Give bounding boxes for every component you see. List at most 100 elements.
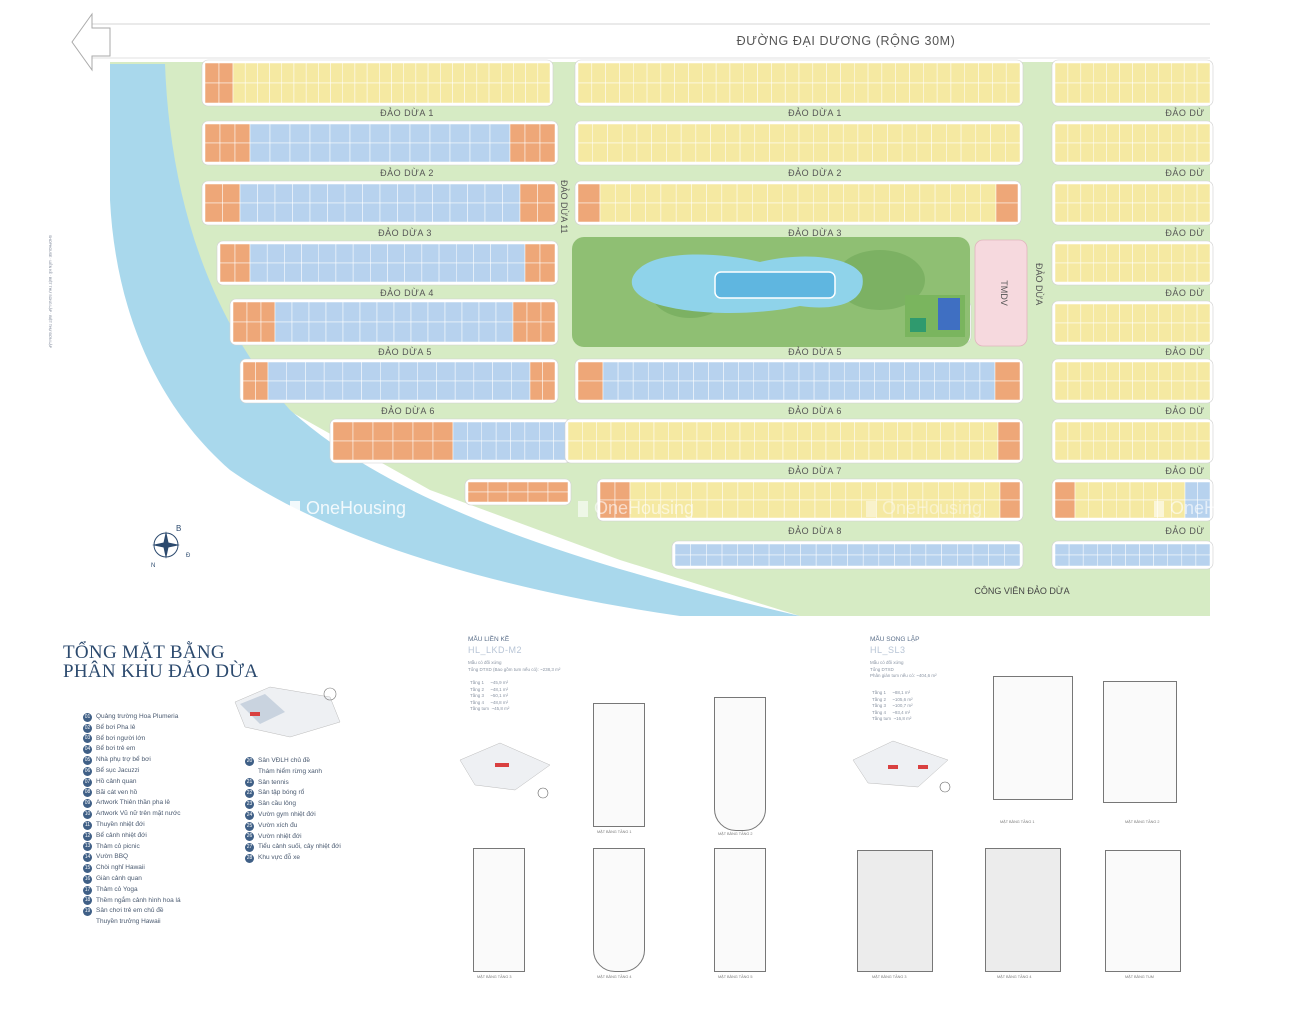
- lot: [529, 380, 543, 401]
- lot: [379, 82, 392, 104]
- lot: [327, 183, 346, 204]
- lot: [784, 62, 800, 84]
- lot: [990, 142, 1006, 163]
- lot: [577, 142, 593, 163]
- lot: [329, 142, 351, 163]
- lot: [1139, 543, 1154, 556]
- lot: [1097, 554, 1112, 567]
- legend-text: Thám hiểm rừng xanh: [258, 767, 322, 775]
- lot: [1197, 499, 1211, 519]
- lot: [335, 262, 354, 283]
- lot: [1132, 62, 1146, 84]
- lot: [675, 183, 692, 204]
- lot: [711, 440, 726, 461]
- lot: [461, 301, 480, 323]
- lot: [901, 123, 918, 144]
- lot: [409, 123, 431, 144]
- lot: [376, 321, 395, 343]
- lot: [934, 183, 951, 204]
- lot: [992, 82, 1007, 104]
- panel-right-label: MẪU SONG LẬP: [870, 636, 920, 643]
- lot: [380, 361, 400, 382]
- lot: [783, 361, 800, 382]
- lot: [798, 123, 814, 144]
- lot: [696, 440, 712, 461]
- lot: [1067, 243, 1082, 264]
- legend-text: Thảm cỏ picnic: [96, 842, 140, 850]
- lot: [925, 543, 942, 556]
- lot: [204, 123, 221, 144]
- legend-number: 12: [83, 831, 92, 841]
- lot: [577, 62, 593, 84]
- tmdv-block: [974, 239, 1028, 347]
- legend-number: 19: [83, 907, 92, 917]
- lot: [414, 202, 433, 223]
- watermark-3: OneHousing: [866, 498, 982, 519]
- lot: [582, 440, 597, 461]
- lot: [934, 361, 951, 382]
- lot: [889, 361, 905, 382]
- lot: [988, 543, 1005, 556]
- lot: [487, 491, 509, 503]
- lot: [1093, 303, 1107, 324]
- lot: [417, 380, 437, 401]
- lot: [1145, 262, 1159, 283]
- lot: [950, 202, 966, 223]
- lot: [646, 82, 662, 104]
- lot: [1181, 554, 1197, 567]
- floorplan-lk-5-caption: MẶT BẰNG TẦNG 5: [718, 975, 753, 979]
- lot: [596, 440, 612, 461]
- lot: [1119, 322, 1133, 343]
- lot: [421, 262, 440, 283]
- lot: [577, 361, 604, 382]
- lot: [349, 123, 371, 144]
- floorplan-lk-2-caption: MẶT BẰNG TẦNG 2: [718, 832, 753, 836]
- lot: [1074, 499, 1089, 519]
- lot: [639, 440, 655, 461]
- lot: [688, 82, 703, 104]
- lot: [1196, 82, 1211, 104]
- lot: [1181, 543, 1197, 556]
- lot: [798, 142, 814, 163]
- lot: [1183, 202, 1198, 223]
- lot: [950, 82, 965, 104]
- lot: [1080, 380, 1095, 401]
- lot: [539, 142, 556, 163]
- lot: [1005, 142, 1021, 163]
- lot: [305, 62, 319, 84]
- lot: [592, 142, 608, 163]
- lot: [432, 421, 454, 442]
- lot: [219, 243, 236, 264]
- lot: [1119, 82, 1133, 104]
- lot: [690, 554, 707, 567]
- lot: [478, 321, 497, 343]
- lot: [739, 123, 756, 144]
- lot: [980, 183, 997, 204]
- lot: [318, 262, 337, 283]
- panel-right-info: Mẫu có đối xứng Tổng DTXD Phân giàn tum …: [870, 660, 937, 678]
- lot: [854, 440, 870, 461]
- lot: [983, 421, 999, 442]
- lot: [630, 202, 646, 223]
- lot: [403, 62, 417, 84]
- lot: [577, 202, 601, 223]
- lot: [1132, 421, 1146, 442]
- lot: [904, 380, 920, 401]
- lot: [1067, 262, 1082, 283]
- legend-number: 13: [83, 842, 92, 852]
- lot: [1054, 303, 1069, 324]
- lot: [244, 62, 258, 84]
- lot: [249, 243, 268, 264]
- lot: [342, 361, 362, 382]
- lot: [813, 361, 830, 382]
- lot: [889, 380, 905, 401]
- lot: [376, 301, 395, 323]
- floorplan-lk-1-caption: MẶT BẰNG TẦNG 1: [597, 830, 632, 834]
- legend-text: Bể bơi trẻ em: [96, 745, 136, 753]
